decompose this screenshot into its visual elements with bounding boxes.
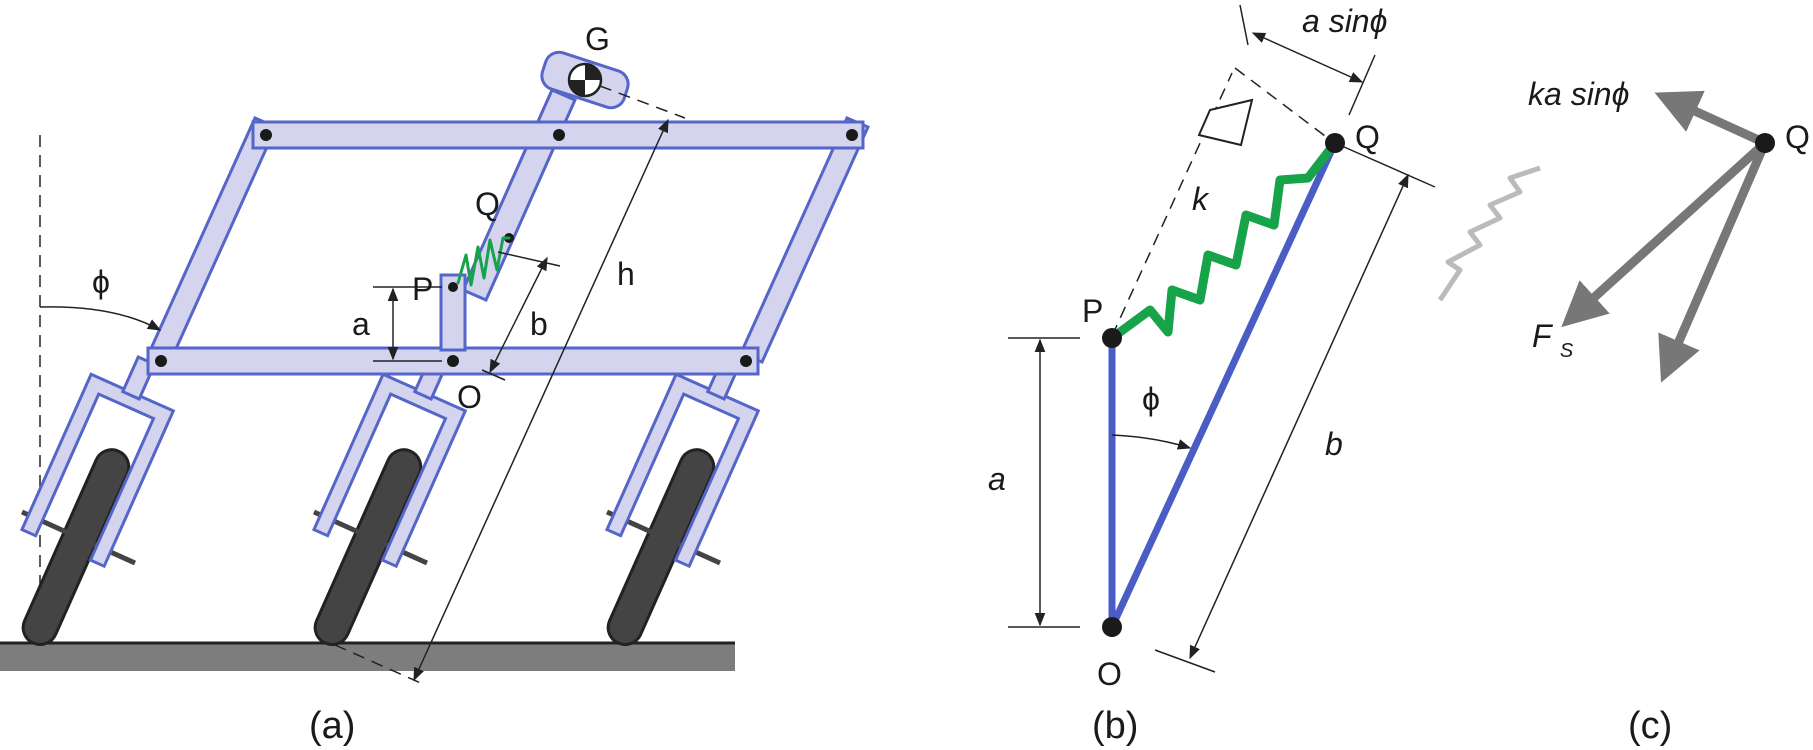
label-o: O [457,379,482,415]
force-arrow-resultant [1658,138,1770,383]
pin-o [1102,617,1122,637]
angle-phi-arc [1111,434,1192,450]
link-oq [1108,139,1339,631]
pin-q [1325,133,1345,153]
label-k: k [1192,181,1210,217]
label-g: G [585,21,610,57]
dimension-b [1189,173,1409,660]
label-p: P [412,271,433,307]
label-a: a [988,461,1006,497]
label-p: P [1082,293,1103,329]
center-of-gravity-icon [567,62,603,98]
caption-c: (c) [1628,705,1672,747]
pin [740,355,752,367]
label-fs: F S [1532,318,1574,362]
left-link [147,116,278,364]
label-phi: ϕ [1142,381,1160,417]
pin-p [1102,328,1122,348]
pin-p [448,282,458,292]
pin-q [1755,133,1775,153]
label-fs-main: F [1532,318,1554,354]
pin [155,355,167,367]
wheel-left [19,354,176,647]
force-arrow-fs [1561,138,1770,328]
panel-b: a sinϕ Q k P ϕ a b O (b) [988,3,1436,747]
label-q: Q [1785,119,1810,155]
label-force: ka sinϕ [1528,76,1629,112]
right-link [739,116,870,364]
label-a-sin-phi: a sinϕ [1302,3,1387,39]
pin-o [447,355,459,367]
panel-c: ka sinϕ Q F S (c) [1437,76,1810,747]
label-h: h [617,256,635,292]
force-arrow-ka-sin-phi [1654,90,1770,148]
label-b: b [1325,426,1343,462]
dimension-b [489,256,548,374]
panel-a: G Q P a b h O ϕ (a) [0,21,870,747]
label-phi: ϕ [92,264,110,300]
label-b: b [530,306,548,342]
wheel-middle [311,354,468,647]
caption-b: (b) [1092,705,1138,747]
spring-b [1107,138,1340,343]
angle-phi-arc [39,306,162,331]
label-fs-subscript: S [1560,340,1574,362]
caption-a: (a) [309,705,355,747]
label-o: O [1097,656,1122,692]
wheel-right [604,354,761,647]
label-q: Q [1355,119,1380,155]
dimension-h [413,118,669,682]
faint-spring [1437,165,1541,302]
pin [846,129,858,141]
label-q: Q [475,186,500,222]
label-a: a [352,306,370,342]
pin [553,129,565,141]
dimension-a-sin-phi [1251,32,1364,83]
ground [0,643,735,671]
right-angle-marker [1197,98,1254,147]
pin [260,129,272,141]
